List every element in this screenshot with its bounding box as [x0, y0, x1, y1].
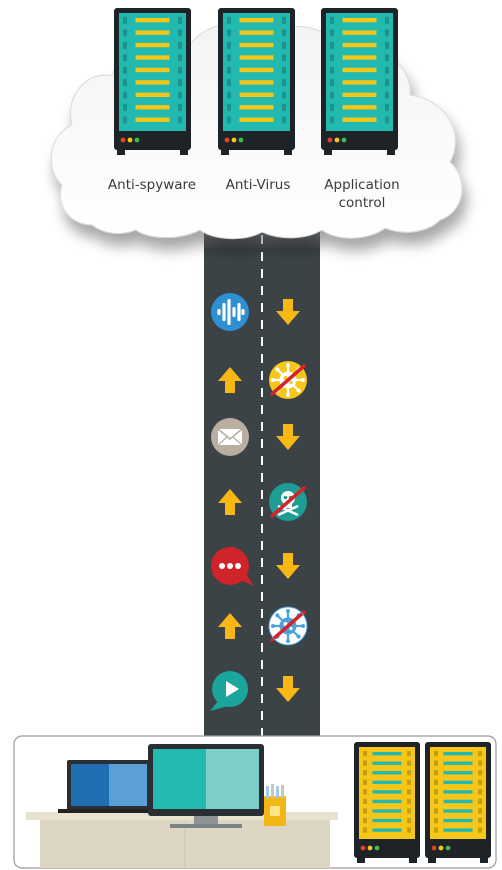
server-label-anti-virus: Anti-Virus — [208, 176, 308, 194]
label-line: Application — [310, 176, 414, 194]
server-rack-2-icon — [425, 742, 491, 863]
label-line: Anti-spyware — [108, 177, 196, 193]
label-line: Anti-Virus — [226, 177, 291, 193]
server-label-anti-spyware: Anti-spyware — [98, 176, 206, 194]
envelope-icon — [211, 418, 249, 456]
server-anti-virus-icon — [218, 8, 295, 155]
audio-wave-icon — [211, 293, 249, 331]
client-area — [14, 736, 496, 868]
road — [204, 205, 320, 745]
server-application-control-icon — [321, 8, 398, 155]
laptop-icon — [58, 760, 160, 813]
blocked-virus-yellow-icon — [269, 361, 307, 399]
server-anti-spyware-icon — [114, 8, 191, 155]
desktop-monitor-icon — [148, 744, 264, 828]
server-label-application-control: Application control — [310, 176, 414, 212]
server-rack-1-icon — [354, 742, 420, 863]
blocked-virus-blue-icon — [269, 607, 307, 645]
blocked-skull-icon — [269, 483, 307, 521]
label-line: control — [310, 194, 414, 212]
